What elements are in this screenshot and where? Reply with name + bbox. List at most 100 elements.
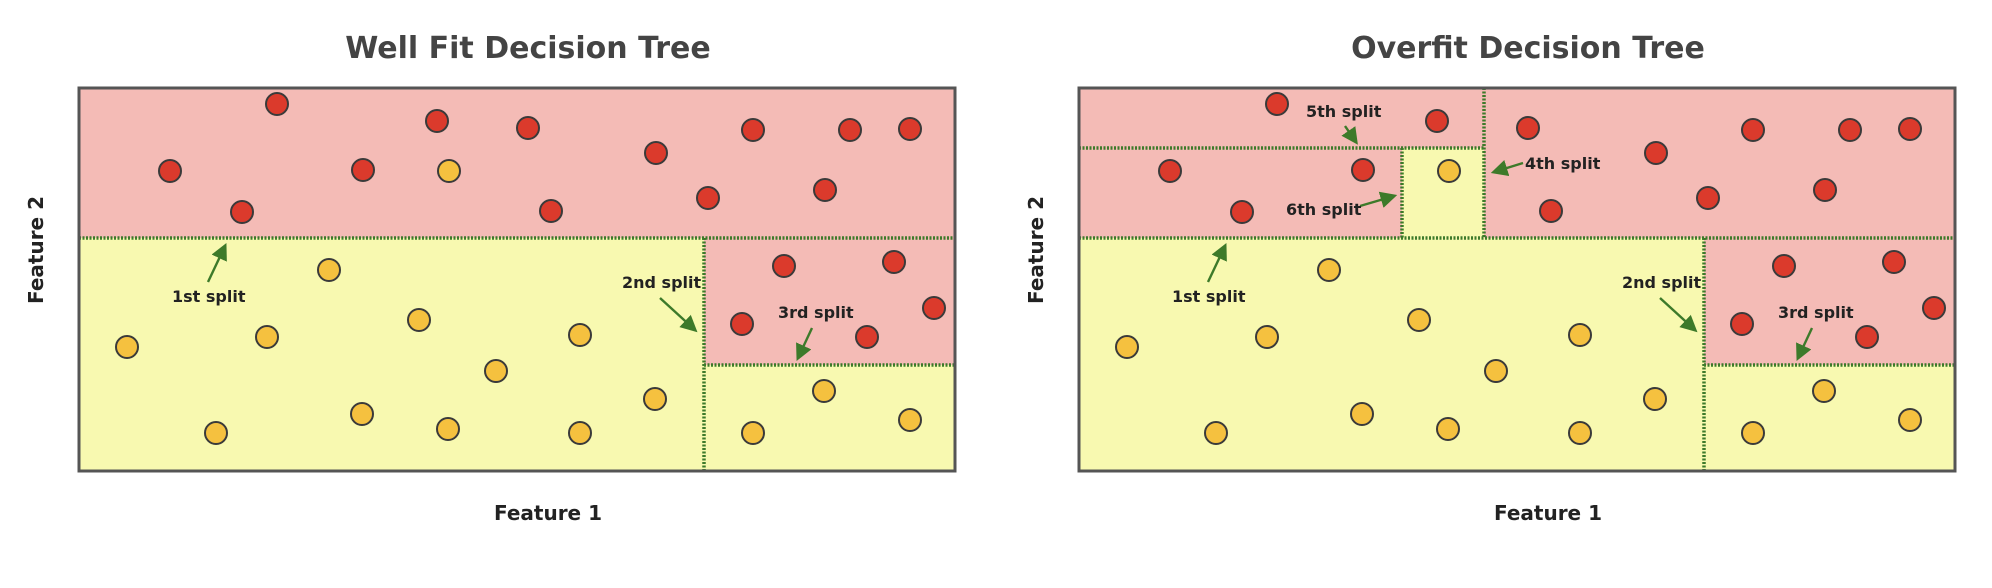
region-red-middle-left <box>1079 148 1402 238</box>
overfit-xlabel: Feature 1 <box>1494 501 1602 525</box>
overfit-ylabel: Feature 2 <box>1024 196 1048 304</box>
red-point <box>1696 186 1720 210</box>
red-point <box>1539 199 1563 223</box>
yellow-point <box>568 323 592 347</box>
red-point <box>1813 178 1837 202</box>
overfit-panel: Overfit Decision Tree <box>1024 31 1957 525</box>
plot-frame <box>1077 86 1957 473</box>
red-point <box>1230 200 1254 224</box>
red-point <box>1922 296 1946 320</box>
yellow-point <box>437 159 461 183</box>
arrow-4th-split <box>1490 159 1524 177</box>
yellow-point <box>1812 379 1836 403</box>
annotation-1st-split: 1st split <box>172 287 246 306</box>
red-point <box>1741 118 1765 142</box>
yellow-point <box>1204 421 1228 445</box>
yellow-point <box>204 421 228 445</box>
red-point <box>882 250 906 274</box>
red-point <box>898 117 922 141</box>
annotation-6th-split: 6th split <box>1286 200 1362 219</box>
red-point <box>1351 158 1375 182</box>
red-point <box>741 118 765 142</box>
arrow-3rd-split <box>1796 327 1814 362</box>
red-point <box>922 296 946 320</box>
arrow-6th-split <box>1359 191 1398 208</box>
yellow-point <box>1255 325 1279 349</box>
yellow-point <box>1741 421 1765 445</box>
yellow-point <box>1407 308 1431 332</box>
annotation-3rd-split: 3rd split <box>1778 303 1854 322</box>
yellow-point <box>1898 408 1922 432</box>
yellow-point <box>317 258 341 282</box>
red-point <box>351 158 375 182</box>
region-red-top <box>79 88 955 238</box>
yellow-point <box>812 379 836 403</box>
yellow-point <box>436 417 460 441</box>
arrow-1st-split <box>206 242 227 283</box>
annotation-2nd-split: 2nd split <box>1622 273 1701 292</box>
arrow-2nd-split <box>1659 297 1698 333</box>
annotation-4th-split: 4th split <box>1525 154 1601 173</box>
yellow-point <box>1484 359 1508 383</box>
yellow-point <box>484 359 508 383</box>
arrow-1st-split <box>1206 242 1227 283</box>
well-fit-ylabel: Feature 2 <box>24 196 48 304</box>
yellow-point <box>1437 159 1461 183</box>
annotation-3rd-split: 3rd split <box>778 303 854 322</box>
annotation-1st-split: 1st split <box>1172 287 1246 306</box>
annotation-2nd-split: 2nd split <box>622 273 701 292</box>
red-point <box>813 178 837 202</box>
plot-frame <box>77 86 957 473</box>
overfit-title: Overfit Decision Tree <box>1351 31 1705 66</box>
well-fit-xlabel: Feature 1 <box>494 501 602 525</box>
red-point <box>1158 159 1182 183</box>
red-point <box>1516 116 1540 140</box>
red-point <box>1838 118 1862 142</box>
red-point <box>158 159 182 183</box>
well-fit-title: Well Fit Decision Tree <box>345 31 710 66</box>
region-red-middle-right <box>704 238 955 365</box>
arrow-3rd-split <box>796 327 814 362</box>
annotation-5th-split: 5th split <box>1306 102 1382 121</box>
yellow-point <box>255 325 279 349</box>
data-points <box>115 92 946 445</box>
yellow-point <box>1643 387 1667 411</box>
yellow-point <box>898 408 922 432</box>
yellow-point <box>1436 417 1460 441</box>
arrow-2nd-split <box>659 297 698 333</box>
red-point <box>1855 325 1879 349</box>
yellow-point <box>1115 335 1139 359</box>
red-point <box>855 325 879 349</box>
yellow-point <box>407 308 431 332</box>
yellow-point <box>1350 402 1374 426</box>
yellow-point <box>115 335 139 359</box>
red-point <box>838 118 862 142</box>
red-point <box>772 254 796 278</box>
red-point <box>1644 141 1668 165</box>
red-point <box>1265 92 1289 116</box>
red-point <box>230 200 254 224</box>
yellow-point <box>350 402 374 426</box>
yellow-point <box>643 387 667 411</box>
yellow-point <box>1317 258 1341 282</box>
region-yellow-bottom-left <box>79 238 704 471</box>
red-point <box>1772 254 1796 278</box>
well-fit-panel: Well Fit Decision Tree <box>24 31 957 525</box>
data-points <box>1115 92 1946 445</box>
red-point <box>644 141 668 165</box>
yellow-point <box>741 421 765 445</box>
region-yellow-bottom-left <box>1079 238 1704 471</box>
yellow-point <box>568 421 592 445</box>
yellow-point <box>1568 323 1592 347</box>
red-point <box>1730 312 1754 336</box>
red-point <box>425 109 449 133</box>
region-red-middle-right <box>1704 238 1955 365</box>
arrow-5th-split <box>1341 125 1358 145</box>
red-point <box>1425 109 1449 133</box>
yellow-point <box>1568 421 1592 445</box>
red-point <box>696 186 720 210</box>
red-point <box>730 312 754 336</box>
red-point <box>516 116 540 140</box>
red-point <box>1898 117 1922 141</box>
